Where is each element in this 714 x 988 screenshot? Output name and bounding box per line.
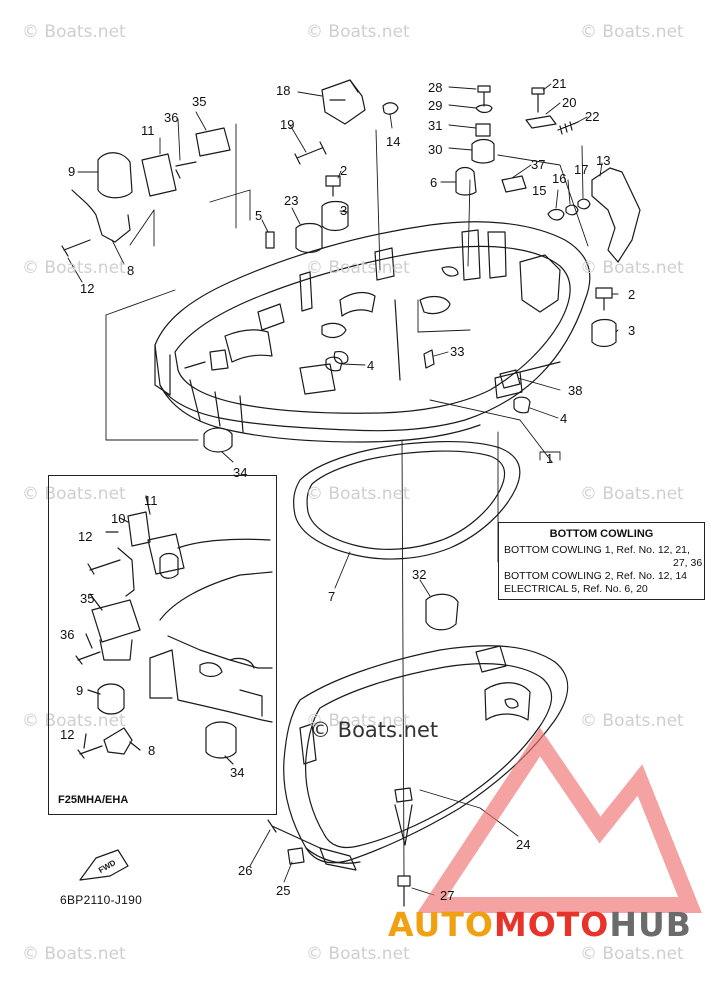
callout-15: 15	[532, 183, 547, 198]
watermark: © Boats.net	[22, 944, 126, 964]
watermark: © Boats.net	[306, 484, 410, 504]
callout-32: 32	[412, 567, 427, 582]
legend-line: BOTTOM COWLING 1, Ref. No. 12, 21,	[504, 544, 690, 556]
inset-callout-35: 35	[80, 591, 95, 606]
inset-callout-10: 10	[111, 511, 126, 526]
inset-callout-11: 11	[144, 493, 158, 508]
callout-29: 29	[428, 98, 443, 113]
inset-callout-34: 34	[230, 765, 245, 780]
watermark: © Boats.net	[306, 258, 410, 278]
inset-callout-12b: 12	[60, 727, 75, 742]
callout-36: 36	[164, 110, 179, 125]
inset-drawing	[75, 495, 273, 765]
callout-22: 22	[585, 109, 600, 124]
legend-title: BOTTOM COWLING	[549, 528, 654, 540]
callout-8: 8	[127, 263, 135, 278]
legend-line: 27, 36	[673, 557, 703, 569]
callout-30: 30	[428, 142, 443, 157]
leader-lines	[67, 83, 619, 896]
brand-part-hub: HUB	[609, 905, 692, 944]
callout-11: 11	[141, 123, 155, 138]
brand-part-moto: MOTO	[493, 905, 610, 944]
brand-logo-triangle	[417, 727, 702, 913]
watermark: © Boats.net	[22, 484, 126, 504]
callout-13: 13	[596, 153, 611, 168]
callout-35: 35	[192, 94, 207, 109]
callout-37: 37	[531, 157, 546, 172]
callout-14: 14	[386, 134, 401, 149]
inset-callout-9: 9	[76, 683, 84, 698]
fwd-arrow	[79, 849, 129, 881]
upper-cowling-body	[154, 221, 591, 443]
callout-3b: 3	[628, 323, 636, 338]
callout-17: 17	[574, 162, 589, 177]
watermark: © Boats.net	[306, 22, 410, 42]
callout-27: 27	[440, 888, 455, 903]
callout-4b: 4	[560, 411, 568, 426]
lower-cowling-body	[283, 645, 569, 864]
watermark: © Boats.net	[580, 944, 684, 964]
gasket-seal	[293, 441, 521, 560]
callout-16: 16	[552, 171, 567, 186]
watermark: © Boats.net	[22, 22, 126, 42]
watermark: © Boats.net	[306, 711, 410, 731]
callout-31: 31	[428, 118, 443, 133]
callout-21: 21	[552, 76, 567, 91]
brand-part-auto: AUTO	[388, 905, 494, 944]
watermark: © Boats.net	[580, 22, 684, 42]
part-code: 6BP2110-J190	[60, 893, 143, 907]
watermark: © Boats.net	[580, 711, 684, 731]
callout-2: 2	[340, 163, 348, 178]
callout-5: 5	[255, 208, 263, 223]
brand-wordmark: AUTOMOTOHUB	[388, 905, 692, 944]
callout-2b: 2	[628, 287, 636, 302]
callout-25: 25	[276, 883, 291, 898]
legend-line: ELECTRICAL 5, Ref. No. 6, 20	[504, 583, 648, 595]
inset-callout-12: 12	[78, 529, 93, 544]
callout-38: 38	[568, 383, 583, 398]
watermark: © Boats.net	[580, 258, 684, 278]
callout-24: 24	[516, 837, 531, 852]
center-watermark: © Boats.net	[310, 718, 439, 742]
callout-3: 3	[340, 203, 348, 218]
watermark: © Boats.net	[22, 711, 126, 731]
callout-20: 20	[562, 95, 577, 110]
upper-hardware	[61, 79, 641, 453]
callout-26: 26	[238, 863, 253, 878]
legend-box: BOTTOM COWLING BOTTOM COWLING 1, Ref. No…	[498, 522, 705, 600]
inset-frame	[48, 475, 277, 815]
callout-28: 28	[428, 80, 443, 95]
callout-18: 18	[276, 83, 291, 98]
inset-caption: F25MHA/EHA	[58, 794, 129, 806]
inset-callout-36: 36	[60, 627, 75, 642]
callout-1: 1	[546, 451, 554, 466]
callout-9: 9	[68, 164, 76, 179]
watermark: © Boats.net	[22, 258, 126, 278]
watermark: © Boats.net	[306, 944, 410, 964]
watermark: © Boats.net	[580, 484, 684, 504]
callout-19: 19	[280, 117, 295, 132]
callout-33: 33	[450, 344, 465, 359]
inset-callout-8: 8	[148, 743, 156, 758]
callout-12: 12	[80, 281, 95, 296]
legend-line: BOTTOM COWLING 2, Ref. No. 12, 14	[504, 570, 688, 582]
callout-6: 6	[430, 175, 438, 190]
lower-hardware	[267, 593, 459, 907]
callout-23: 23	[284, 193, 299, 208]
callout-4: 4	[367, 358, 375, 373]
callout-7: 7	[328, 589, 336, 604]
